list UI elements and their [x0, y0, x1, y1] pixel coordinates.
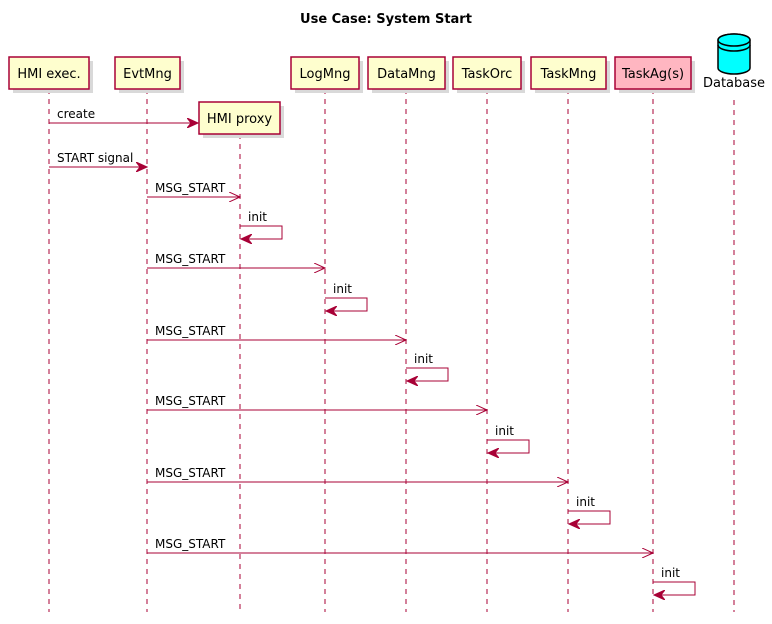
message-label: MSG_START — [155, 324, 226, 338]
message-13: init — [653, 566, 696, 595]
self-message-arrow — [240, 225, 283, 239]
participant-database: Database — [703, 33, 765, 91]
self-message-arrow — [653, 581, 696, 595]
participant-box — [114, 56, 181, 90]
message-10: MSG_START — [147, 466, 568, 482]
message-5: init — [325, 282, 368, 311]
message-6: MSG_START — [147, 324, 406, 340]
message-label: MSG_START — [155, 252, 226, 266]
participant-label: TaskAg(s) — [621, 67, 684, 82]
message-label: init — [248, 210, 267, 224]
message-label: init — [333, 282, 352, 296]
participant-hmi_exec: HMI exec. — [8, 56, 93, 93]
participant-box — [8, 56, 90, 90]
participant-label: LogMng — [300, 67, 351, 82]
message-8: MSG_START — [147, 394, 487, 410]
participant-box — [367, 56, 446, 90]
participant-label: EvtMng — [123, 67, 172, 82]
message-9: init — [487, 424, 530, 453]
participant-logmng: LogMng — [290, 56, 363, 93]
participant-box — [452, 56, 522, 90]
self-message-arrow — [487, 439, 530, 453]
participant-taskorc: TaskOrc — [452, 56, 525, 93]
participant-hmi_proxy: HMI proxy — [198, 101, 284, 138]
message-label: init — [495, 424, 514, 438]
message-label: init — [576, 495, 595, 509]
database-icon — [717, 33, 751, 75]
message-label: MSG_START — [155, 537, 226, 551]
self-message-arrow — [325, 297, 368, 311]
participant-label: TaskOrc — [461, 67, 513, 82]
participant-label: HMI exec. — [17, 67, 80, 82]
participant-box — [290, 56, 360, 90]
participant-label: Database — [703, 76, 765, 91]
participant-label: HMI proxy — [207, 112, 273, 127]
participant-label: TaskMng — [540, 67, 597, 82]
participant-box — [530, 56, 607, 90]
self-message-arrow — [568, 510, 611, 524]
message-3: init — [240, 210, 283, 239]
message-label: MSG_START — [155, 394, 226, 408]
participant-datamng: DataMng — [367, 56, 449, 93]
message-label: START signal — [57, 151, 133, 165]
participant-box — [198, 101, 281, 135]
self-message-arrow — [406, 367, 449, 381]
message-label: init — [414, 352, 433, 366]
participant-evtmng: EvtMng — [114, 56, 184, 93]
participant-label: DataMng — [377, 67, 436, 82]
message-label: create — [57, 107, 95, 121]
message-4: MSG_START — [147, 252, 325, 268]
participant-box — [614, 56, 692, 90]
message-7: init — [406, 352, 449, 381]
message-12: MSG_START — [147, 537, 653, 553]
participant-taskmng: TaskMng — [530, 56, 610, 93]
message-11: init — [568, 495, 611, 524]
participant-taskag: TaskAg(s) — [614, 56, 695, 93]
diagram-title: Use Case: System Start — [300, 12, 472, 27]
message-2: MSG_START — [147, 181, 240, 197]
message-1: START signal — [49, 151, 147, 167]
message-label: MSG_START — [155, 466, 226, 480]
message-label: MSG_START — [155, 181, 226, 195]
message-0: create — [49, 107, 198, 123]
message-label: init — [661, 566, 680, 580]
